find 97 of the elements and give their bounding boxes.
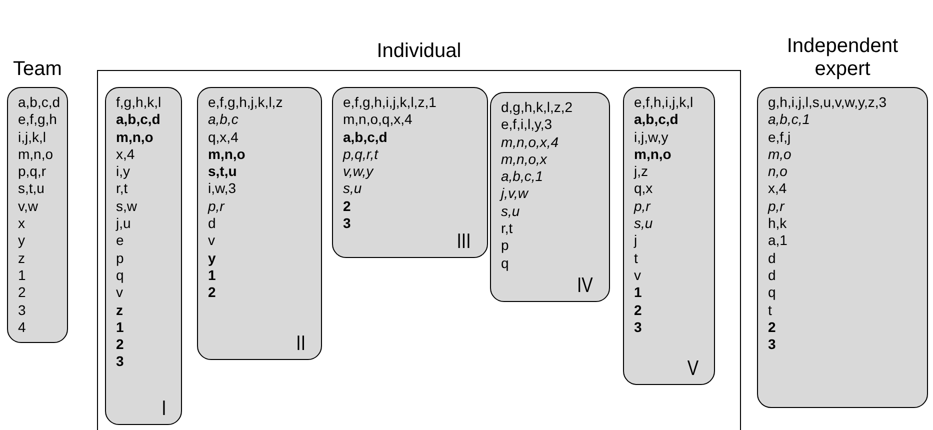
list-item: d <box>768 266 776 284</box>
list-item: 2 <box>343 198 351 216</box>
list-item: e,f,h,i,j,k,l <box>634 94 694 112</box>
list-item: q <box>501 254 509 272</box>
list-item: 4 <box>18 318 26 336</box>
list-item: a,b,c,1 <box>501 168 544 186</box>
list-item: 2 <box>634 302 642 319</box>
list-item: 1 <box>208 266 216 284</box>
list-item: x <box>18 215 25 232</box>
roman-numeral: V <box>687 358 699 380</box>
list-item: d <box>768 250 776 267</box>
list-item: q <box>768 284 776 302</box>
list-item: s,u <box>634 215 653 232</box>
roman-numeral: I <box>162 398 166 420</box>
list-item: a,b,c,d <box>116 111 160 129</box>
list-item: i,y <box>116 163 130 180</box>
list-item: a,b,c,d <box>634 111 678 129</box>
list-item: v <box>208 232 215 250</box>
list-item: r,t <box>116 180 128 198</box>
list-item: 2 <box>18 284 26 302</box>
list-item: z <box>116 302 123 319</box>
list-item: a,1 <box>768 232 788 250</box>
list-item: v,w,y <box>343 163 374 180</box>
list-item: a,b,c,d <box>343 128 388 146</box>
list-item: t <box>634 250 638 267</box>
list-item: s,t,u <box>18 180 44 198</box>
list-item: 1 <box>634 284 642 302</box>
list-item: p,r <box>768 198 784 216</box>
list-item: x,4 <box>768 180 787 198</box>
list-item: i,j,k,l <box>18 128 46 146</box>
list-item: d <box>208 215 216 232</box>
list-item: p,r <box>634 198 650 216</box>
list-item: 1 <box>18 266 26 284</box>
roman-numeral: II <box>296 333 306 355</box>
list-item: 2 <box>116 336 124 354</box>
list-item: e,f,g,h,j,k,l,z <box>208 94 283 112</box>
list-item: d,g,h,k,l,z,2 <box>501 99 573 116</box>
list-item: v,w <box>18 198 38 216</box>
list-item: p,r <box>208 198 224 216</box>
list-item: 3 <box>634 318 642 336</box>
list-item: j,z <box>634 163 648 180</box>
column-heading: Team <box>12 58 63 81</box>
list-item: p,q,r,t <box>343 146 378 164</box>
list-item: j,v,w <box>501 185 528 203</box>
list-item: q,x <box>634 180 653 198</box>
list-item: a,b,c,1 <box>768 111 810 129</box>
list-item: z <box>18 250 25 267</box>
list-item: e,f,g,h,i,j,k,l,z,1 <box>343 94 436 112</box>
list-item: p <box>501 237 509 255</box>
roman-numeral: IV <box>577 275 594 297</box>
list-item: m,n,o <box>116 128 154 146</box>
list-item: p,q,r <box>18 163 46 180</box>
list-item: s,u <box>501 202 520 220</box>
list-item: h,k <box>768 215 787 232</box>
list-item: 1 <box>116 318 124 336</box>
list-item: g,h,i,j,l,s,u,v,w,y,z,3 <box>768 94 887 112</box>
list-item: t <box>768 302 772 319</box>
list-item: m,n,o <box>634 146 672 164</box>
list-item: s,t,u <box>208 163 237 180</box>
list-item: m,n,o <box>18 146 54 164</box>
list-item: 2 <box>208 284 216 302</box>
list-item: m,o <box>768 146 792 164</box>
list-item: n,o <box>768 163 788 180</box>
list-item: i,j,w,y <box>634 128 668 146</box>
list-item: s,u <box>343 180 362 198</box>
list-item: 2 <box>768 318 776 336</box>
list-item: s,w <box>116 198 137 216</box>
list-item: q <box>116 266 124 284</box>
list-item: m,n,o,x <box>501 150 547 168</box>
list-item: m,n,o <box>208 146 246 164</box>
list-item: x,4 <box>116 146 135 164</box>
list-item: i,w,3 <box>208 180 236 198</box>
list-item: e,f,j <box>768 128 791 146</box>
list-item: 3 <box>116 353 124 371</box>
group-heading: Individual <box>376 40 462 63</box>
list-item: y <box>18 232 25 250</box>
list-item: a,b,c <box>208 111 238 129</box>
list-item: m,n,o,x,4 <box>501 134 559 151</box>
list-item: m,n,o,q,x,4 <box>343 111 412 129</box>
list-item: 3 <box>343 215 351 232</box>
list-item: v <box>116 284 123 302</box>
list-item: j,u <box>116 215 131 232</box>
list-item: e <box>116 232 124 250</box>
list-item: f,g,h,k,l <box>116 94 162 112</box>
list-item: v <box>634 266 641 284</box>
list-item: r,t <box>501 220 513 238</box>
list-item: y <box>208 250 216 267</box>
list-item: q,x,4 <box>208 128 238 146</box>
list-item: e,f,i,l,y,3 <box>501 116 552 134</box>
list-item: a,b,c,d <box>18 94 60 112</box>
list-item: 3 <box>18 302 26 319</box>
list-item: e,f,g,h <box>18 111 57 129</box>
list-item: j <box>634 232 638 250</box>
list-item: 3 <box>768 336 776 354</box>
column-heading: Independent expert <box>786 35 900 81</box>
roman-numeral: III <box>457 231 472 253</box>
list-item: p <box>116 250 124 267</box>
